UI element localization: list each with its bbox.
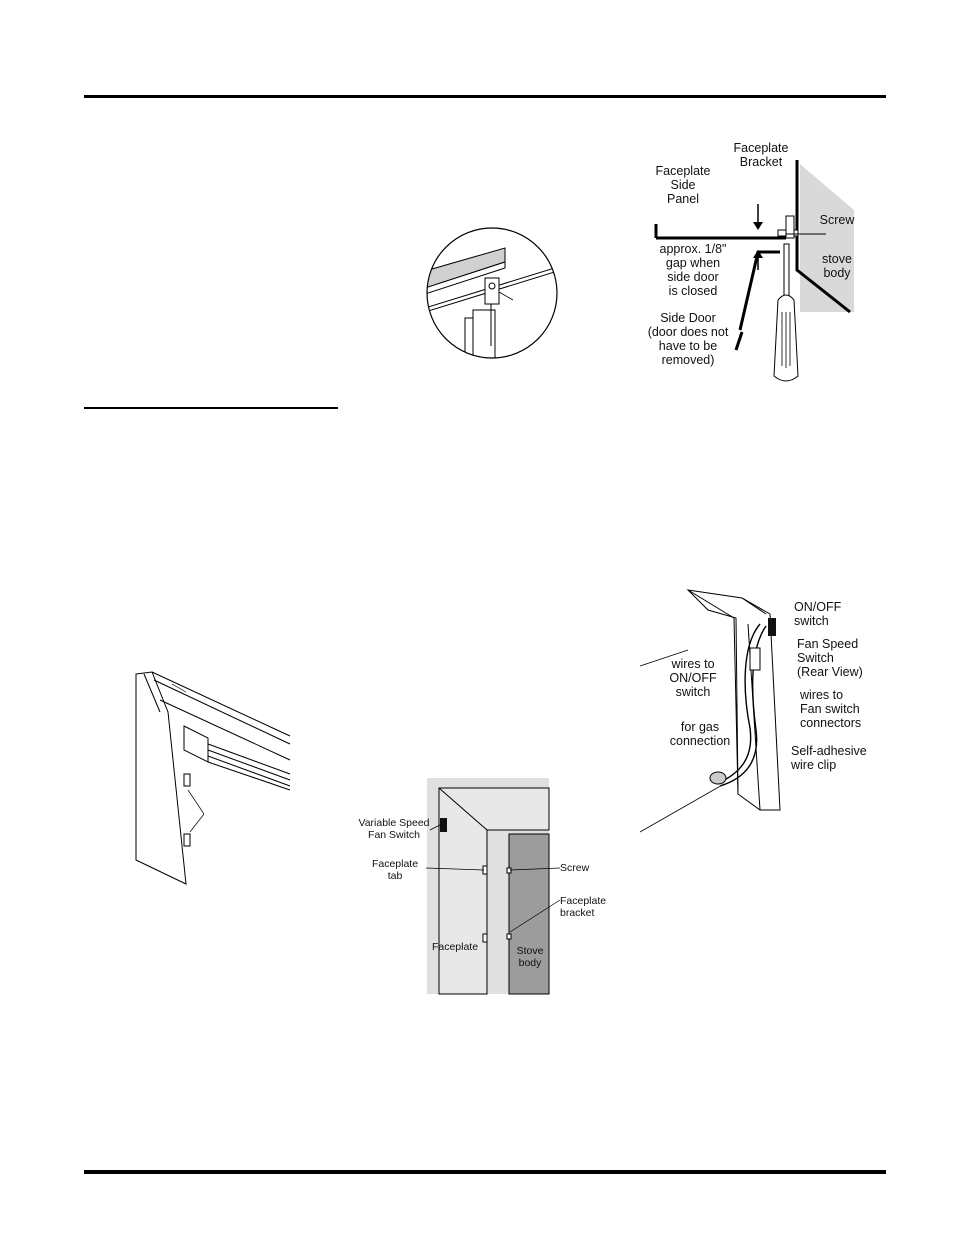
- stove-body-section-label: Stove body: [516, 945, 544, 969]
- faceplate-perspective-figure: [135, 671, 291, 885]
- bottom-rule: [84, 1170, 886, 1174]
- switch-wiring-figure: [639, 589, 781, 833]
- faceplate-bracket-label: Faceplate Bracket: [733, 141, 789, 169]
- wires-to-on-off-label: wires to ON/OFF switch: [669, 657, 717, 699]
- wires-to-fan-label: wires to Fan switch connectors: [800, 688, 862, 730]
- faceplate-section-label: Faceplate: [431, 941, 479, 953]
- stove-body-label: stove body: [822, 252, 852, 280]
- section-leader-lines: [425, 823, 561, 933]
- section-screw-label: Screw: [560, 862, 590, 874]
- gas-connection-label: for gas connection: [669, 720, 731, 748]
- detail-circle-figure: [426, 227, 558, 359]
- gap-note-label: approx. 1/8" gap when side door is close…: [659, 242, 727, 298]
- faceplate-bracket-section-label: Faceplate bracket: [560, 895, 607, 919]
- faceplate-section-figure: [427, 778, 550, 995]
- faceplate-side-panel-label: Faceplate Side Panel: [655, 164, 711, 206]
- top-rule: [84, 95, 886, 98]
- variable-speed-switch-label: Variable Speed Fan Switch: [358, 817, 430, 841]
- screw-label: Screw: [819, 213, 855, 227]
- on-off-switch-label: ON/OFF switch: [794, 600, 842, 628]
- wire-clip-label: Self-adhesive wire clip: [791, 744, 867, 772]
- faceplate-tab-label: Faceplate tab: [371, 858, 419, 882]
- side-door-label: Side Door (door does not have to be remo…: [647, 311, 729, 367]
- faceplate-gap-figure: [654, 160, 854, 382]
- fan-speed-switch-label: Fan Speed Switch (Rear View): [797, 637, 863, 679]
- section-heading-underline: [84, 407, 338, 409]
